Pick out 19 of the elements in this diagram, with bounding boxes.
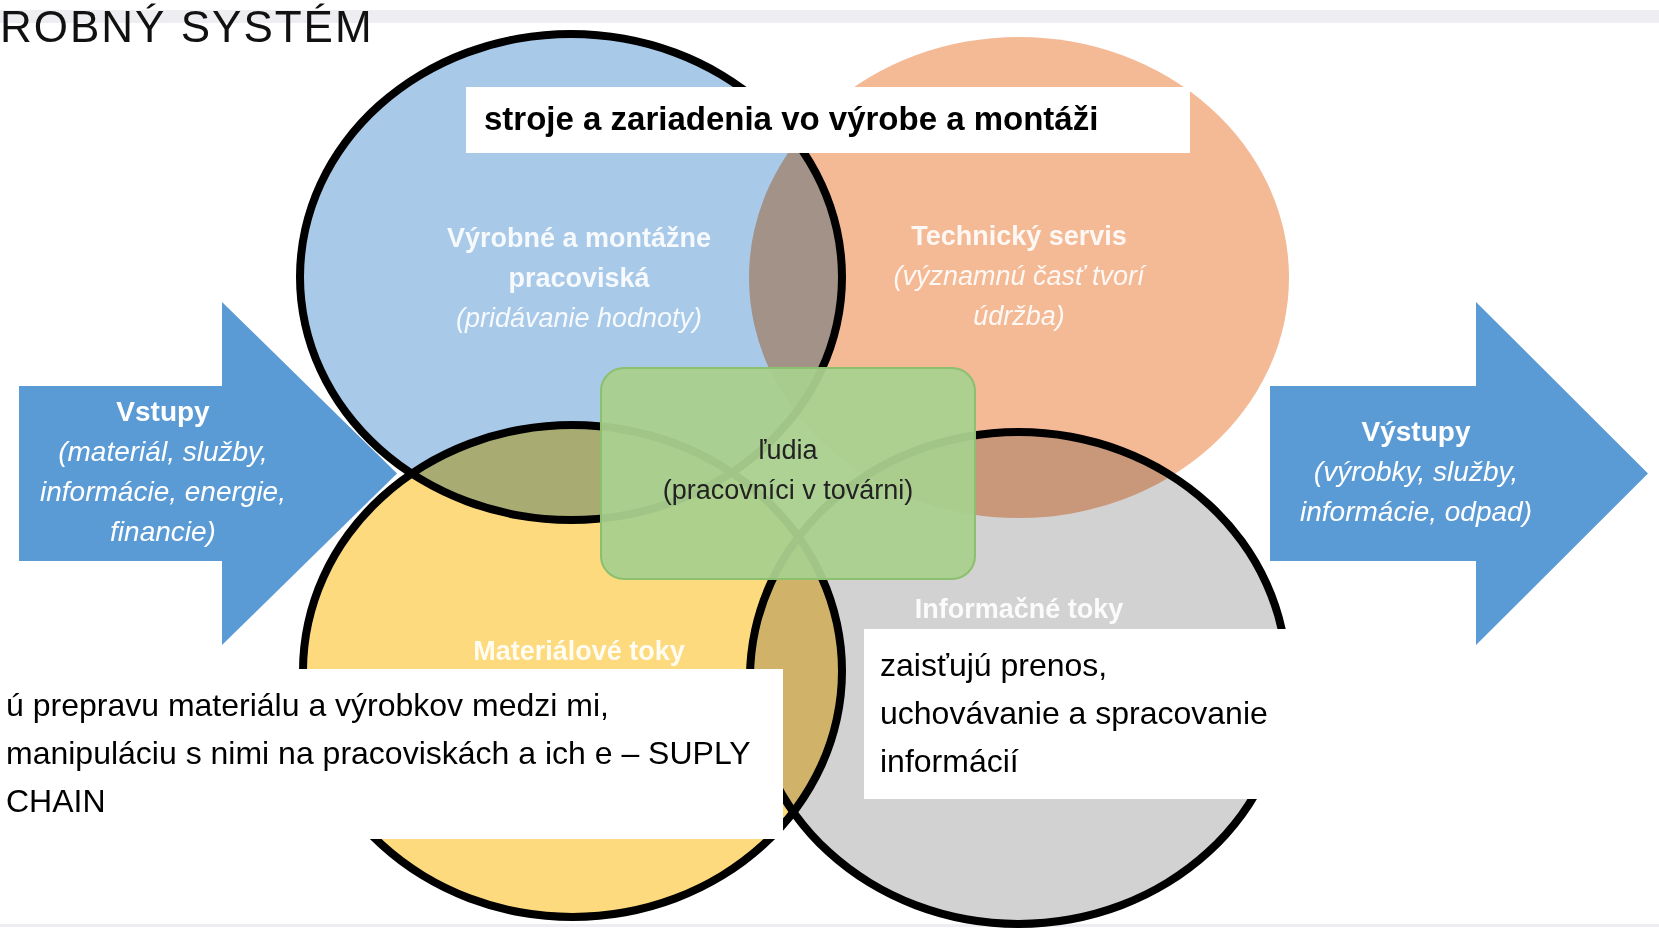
- callout-text: ú prepravu materiálu a výrobkov medzi mi, manipuláciu s nimi na pracoviskách a ich e – SUPLY CHAIN: [6, 686, 752, 821]
- circle-heading: Výrobné a montážne pracoviská: [445, 222, 713, 295]
- box-text: ľudia: [757, 434, 819, 467]
- rounded-box: [600, 367, 976, 580]
- arrow-heading: Výstupy: [1360, 415, 1472, 449]
- circle-heading: Materiálové toky: [472, 635, 686, 668]
- arrow-subtext: (výrobky, služby, informácie, odpad): [1299, 455, 1533, 529]
- arrow-heading: Vstupy: [115, 395, 211, 429]
- callout-text: zaisťujú prenos, uchovávanie a spracovanie informácií: [880, 646, 1269, 781]
- slide-title: ROBNÝ SYSTÉM: [0, 2, 374, 52]
- block-arrow: [19, 302, 397, 645]
- circle-subtext: (významnú časť tvorí údržba): [892, 260, 1148, 333]
- callout-tooltip: [466, 87, 1190, 153]
- arrow-subtext: (materiál, služby, informácie, energie, financie): [39, 435, 287, 549]
- circle-subtext: (pridávanie hodnoty): [454, 302, 704, 335]
- block-arrow: [1270, 302, 1648, 645]
- box-text: (pracovníci v továrni): [661, 474, 915, 507]
- callout-text: stroje a zariadenia vo výrobe a montáži: [484, 99, 1100, 139]
- circle-heading: Technický servis: [910, 220, 1128, 253]
